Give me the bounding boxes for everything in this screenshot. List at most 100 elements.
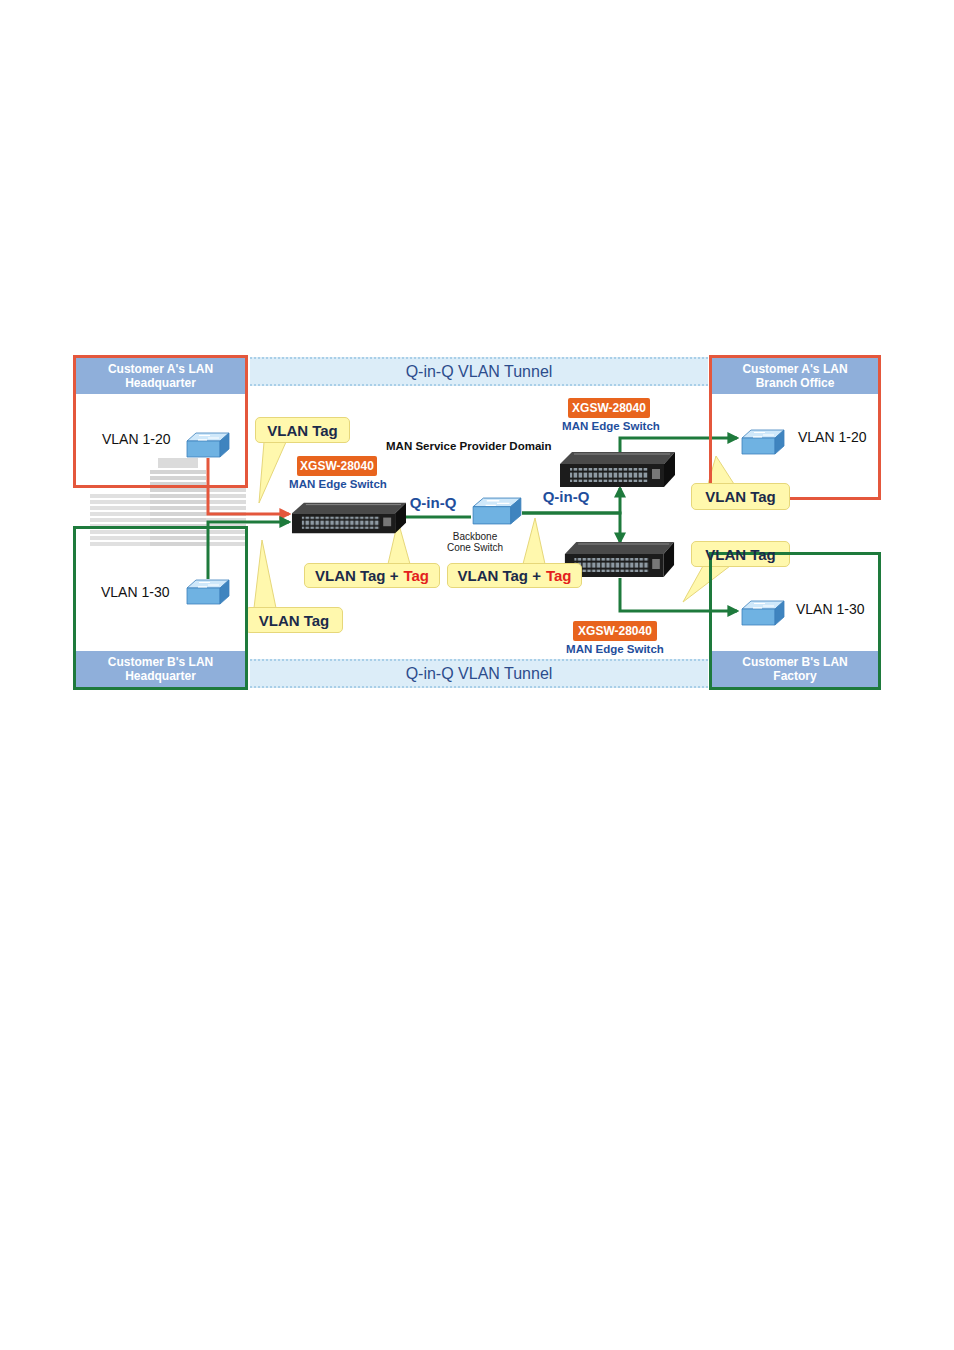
callout-bubble: VLAN Tag: [691, 483, 790, 510]
connector-line: [208, 522, 289, 579]
vlan-holder: VLAN 1-20: [798, 429, 866, 445]
tunnel-band: Q-in-Q VLAN Tunnel: [250, 357, 708, 386]
vlan-holder: VLAN 1-30: [101, 584, 169, 600]
vlan-range: VLAN 1-20: [102, 431, 170, 447]
callout-bubble: VLAN Tag: [255, 417, 350, 443]
switch-side: [511, 498, 521, 524]
callout-text: VLAN Tag +: [457, 567, 540, 584]
switch-ports: [570, 468, 648, 482]
model-badge: XGSW-28040: [297, 456, 377, 476]
edge-switch-graphic: [290, 502, 407, 534]
switch-uplink: [383, 518, 391, 527]
core-switch-label: Backbone Cone Switch: [443, 531, 507, 553]
tunnel-band: Q-in-Q VLAN Tunnel: [250, 659, 708, 688]
switch-side: [664, 542, 674, 577]
lan-header-band: Customer A's LAN Branch Office: [712, 358, 878, 394]
vlan-range: VLAN 1-20: [798, 429, 866, 445]
vlan-holder: VLAN 1-30: [796, 601, 864, 617]
edge-switch-graphic: [558, 451, 676, 488]
switch-side: [775, 601, 784, 625]
switch-role: MAN Edge Switch: [553, 420, 669, 432]
lan-box: Customer A's LAN HeadquarterVLAN 1-20: [73, 355, 248, 488]
tunnel-label: Q-in-Q VLAN Tunnel: [406, 363, 553, 381]
edge-label-holder: Q-in-Q: [410, 494, 457, 511]
tunnel-label: Q-in-Q VLAN Tunnel: [406, 665, 553, 683]
switch-role-holder: MAN Edge Switch: [282, 478, 394, 490]
lan-title: Customer B's LAN Factory: [712, 651, 878, 687]
switch-highlight: [574, 454, 670, 455]
switch-arrows: [198, 583, 219, 587]
building-illustration: [90, 458, 246, 548]
connector-line: [620, 578, 737, 611]
switch-ports: [302, 517, 379, 529]
callout-tails: [254, 442, 734, 608]
lan-header-band: Customer B's LAN Headquarter: [76, 651, 245, 687]
switch-arrows: [198, 436, 219, 440]
cloud-body: [270, 432, 690, 622]
lan-title: Customer A's LAN Headquarter: [76, 358, 245, 394]
switch-role-holder: MAN Edge Switch: [556, 643, 674, 655]
lan-switch-icon: [186, 579, 230, 605]
callout-tail: [259, 442, 286, 503]
lan-box: Customer A's LAN Branch OfficeVLAN 1-20: [709, 355, 881, 500]
edge-label: Q-in-Q: [410, 494, 457, 511]
edge-label-holder: Q-in-Q: [543, 488, 590, 505]
callout-tail: [254, 540, 276, 608]
switch-highlight: [578, 544, 669, 545]
lan-title: Customer B's LAN Headquarter: [76, 651, 245, 687]
switch-top: [292, 503, 406, 513]
callout-tail: [683, 566, 730, 602]
switch-front: [473, 507, 511, 524]
cloud-title: MAN Service Provider Domain: [386, 440, 552, 452]
switch-side: [220, 433, 229, 457]
switch-side: [220, 580, 229, 604]
switch-arrows: [486, 501, 510, 506]
edge-switch: XGSW-28040MAN Edge Switch: [282, 454, 407, 536]
switch-front: [560, 464, 664, 487]
switch-ports: [574, 558, 648, 572]
callout-bubble: VLAN Tag: [691, 541, 790, 567]
switch-front: [742, 609, 775, 625]
switch-arrows: [753, 604, 774, 608]
model-badge: XGSW-28040: [568, 398, 650, 418]
callout-bubble: VLAN Tag +Tag: [304, 563, 440, 588]
lan-title: Customer A's LAN Branch Office: [712, 358, 878, 394]
lan-box: Customer B's LAN Headquarter VLAN 1-30: [73, 526, 248, 690]
connector-line: [522, 488, 620, 513]
switch-front: [292, 513, 395, 533]
callout-text: VLAN Tag: [705, 488, 776, 505]
lan-switch-icon: [472, 497, 522, 525]
vlan-range: VLAN 1-30: [101, 584, 169, 600]
lan-box: Customer B's LAN Factory VLAN 1-30: [709, 552, 881, 690]
switch-uplink: [652, 559, 660, 569]
cloud-lobe: [278, 440, 402, 564]
model-badge-holder: XGSW-28040: [297, 456, 377, 476]
switch-role: MAN Edge Switch: [282, 478, 394, 490]
model-badge-holder: XGSW-28040: [573, 621, 657, 641]
vlan-range: VLAN 1-30: [796, 601, 864, 617]
tag-highlight: Tag: [403, 567, 429, 584]
model-badge: XGSW-28040: [573, 621, 657, 641]
core-label-holder: Backbone Cone Switch: [443, 531, 507, 553]
switch-side: [775, 430, 784, 454]
callout-bubble: VLAN Tag +Tag: [447, 563, 582, 588]
cloud-title-holder: MAN Service Provider Domain: [386, 440, 552, 452]
switch-uplink: [652, 469, 660, 479]
connector-line: [620, 438, 737, 452]
switch-arrows: [753, 433, 774, 437]
switch-highlight: [306, 504, 401, 505]
switch-role-holder: MAN Edge Switch: [553, 420, 669, 432]
callout-text: VLAN Tag: [259, 612, 330, 629]
lan-switch-icon: [741, 429, 785, 455]
callout-bubble: VLAN Tag: [245, 607, 343, 633]
switch-side: [395, 503, 406, 533]
edge-switch: XGSW-28040MAN Edge Switch: [553, 396, 678, 490]
switch-top: [565, 542, 674, 554]
callout-tail: [523, 518, 545, 564]
lan-switch-icon: [186, 432, 230, 458]
switch-role: MAN Edge Switch: [556, 643, 674, 655]
switch-side: [664, 452, 675, 487]
connector-line: [404, 516, 471, 519]
